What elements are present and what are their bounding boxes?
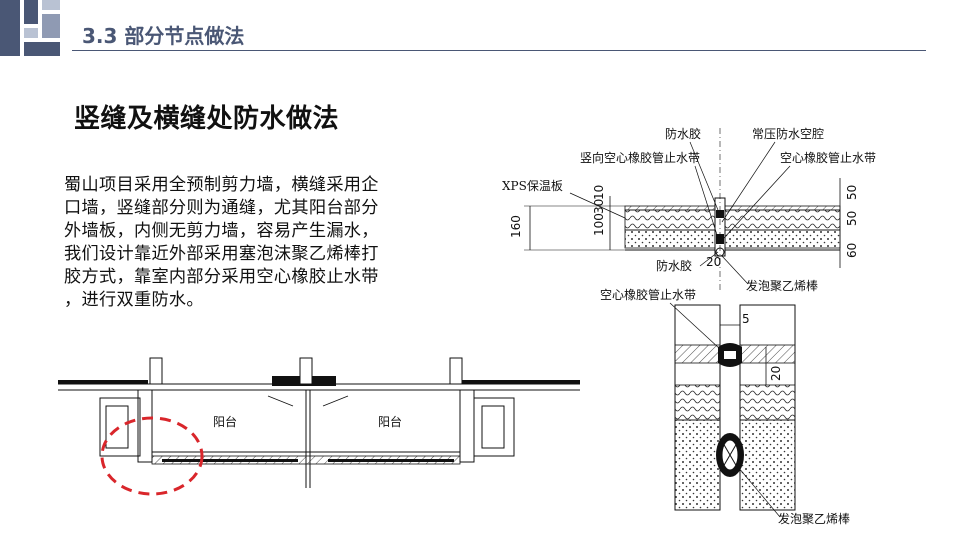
dim-right-c: 60 [845, 243, 859, 258]
label-sealant-top: 防水胶 [665, 126, 701, 141]
body-line: 蜀山项目采用全预制剪力墙，横缝采用企 [64, 175, 379, 195]
label-pe-rod-right: 发泡聚乙烯棒 [778, 511, 850, 526]
dim-side: 20 [769, 366, 783, 381]
body-line: 外墙板，内侧无剪力墙，容易产生漏水， [64, 221, 379, 241]
dim-left-a: 100 [592, 213, 606, 236]
label-balcony-right: 阳台 [378, 414, 402, 429]
header-divider [72, 50, 926, 51]
label-balcony-left: 阳台 [213, 414, 237, 429]
dim-right-a: 50 [845, 185, 859, 200]
label-pe-rod: 发泡聚乙烯棒 [746, 278, 818, 293]
body-line: 口墙，竖缝部分则为通缝，尤其阳台部分 [64, 198, 379, 218]
body-line: ，进行双重防水。 [64, 290, 204, 310]
label-hollow-rubber-right: 空心橡胶管止水带 [600, 287, 696, 302]
balcony-plan: 阳台 阳台 [58, 357, 580, 496]
dim-bottom: 20 [706, 255, 721, 269]
dim-gap: 5 [742, 312, 750, 326]
body-line: 胶方式，靠室内部分采用空心橡胶止水带 [64, 267, 379, 287]
label-xps: XPS保温板 [502, 179, 563, 193]
highlight-circle [100, 416, 204, 496]
vertical-joint-detail: 5 20 空心橡胶管止水带 发泡聚乙烯棒 [600, 287, 850, 526]
label-vertical-rubber: 竖向空心橡胶管止水带 [580, 150, 700, 165]
label-pressure-cavity: 常压防水空腔 [752, 126, 824, 141]
dim-left-c: 10 [592, 185, 606, 200]
corner-logo [0, 0, 64, 56]
body-line: 我们设计靠近外部采用塞泡沫聚乙烯棒打 [64, 244, 379, 264]
label-sealant-bottom: 防水胶 [656, 258, 692, 273]
dim-left-total: 160 [509, 215, 523, 238]
page-title: 竖缝及横缝处防水做法 [74, 104, 340, 134]
dim-right-b: 50 [845, 211, 859, 226]
section-title: 3.3 部分节点做法 [82, 24, 245, 48]
joint-section-detail: 160 100 30 10 50 50 60 20 防水胶 常压防水空腔 竖向空… [502, 126, 876, 293]
label-hollow-rubber: 空心橡胶管止水带 [780, 150, 876, 165]
